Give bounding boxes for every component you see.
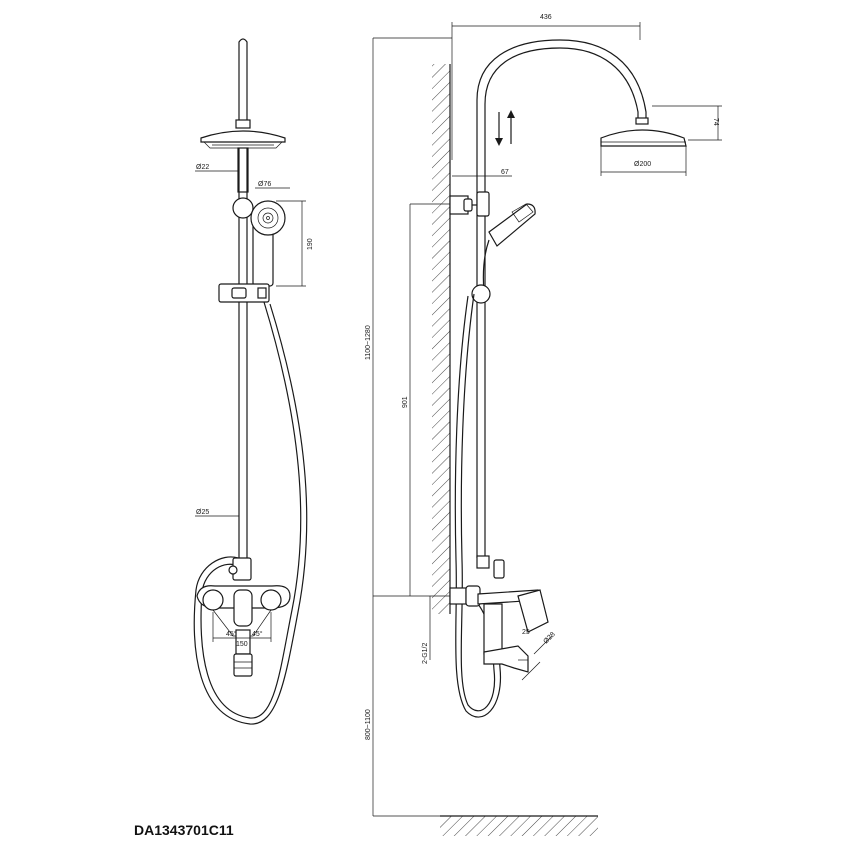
- wall-hatch: [432, 64, 450, 614]
- dim-handshower-diameter: Ø76: [258, 181, 271, 188]
- dim-inlet-thread: 2-G1/2: [422, 642, 429, 664]
- side-mixer-body: [449, 555, 549, 673]
- side-overhead-shower-head: [600, 117, 687, 147]
- dim-rod-diameter-top: Ø22: [196, 164, 209, 171]
- side-slider-knob: [471, 284, 491, 304]
- front-hand-holder-knob: [232, 197, 254, 219]
- dim-angle-left: 45°: [226, 630, 237, 638]
- front-hose-inner: [193, 303, 308, 725]
- dim-head-thickness: 74: [712, 118, 719, 126]
- side-view: 436 74 Ø200 67 1100~1280 901 2-G1/2 800~…: [365, 14, 722, 836]
- front-view: Ø22 Ø76 190 Ø25 45° 45° 150: [193, 38, 314, 725]
- dim-angle-right: 45°: [252, 630, 263, 638]
- dim-center-distance: 150: [236, 641, 248, 648]
- dim-bracket-height: 901: [402, 396, 409, 408]
- front-hand-shower: [250, 200, 286, 287]
- dim-spout-diameter: Ø28: [542, 631, 556, 645]
- side-wall-bracket-top: [449, 195, 477, 215]
- dim-spout-angle: 25: [522, 629, 530, 636]
- dim-total-height-range: 1100~1280: [365, 325, 372, 360]
- adjust-arrows: [495, 110, 515, 146]
- front-dimensions: Ø22 Ø76 190 Ø25 45° 45° 150: [195, 164, 314, 648]
- front-slider-bracket: [218, 283, 270, 303]
- dim-arm-reach: 436: [540, 14, 552, 21]
- side-arm-inner: [484, 47, 639, 148]
- product-code: DA1343701C11: [134, 822, 234, 838]
- dim-rod-diameter-lower: Ø25: [196, 509, 209, 516]
- dim-install-height-range: 800~1100: [365, 709, 372, 740]
- dim-head-diameter: Ø200: [634, 161, 651, 168]
- floor-hatch: [440, 816, 598, 836]
- front-overhead-shower-head: [200, 119, 286, 149]
- side-arm-outer: [476, 39, 647, 148]
- side-dimensions: 436 74 Ø200 67 1100~1280 901 2-G1/2 800~…: [365, 14, 722, 817]
- front-mixer-body: [196, 557, 291, 677]
- side-hand-shower: [476, 191, 536, 293]
- dim-bracket-offset: 67: [501, 169, 509, 176]
- dim-handshower-length: 190: [307, 238, 314, 250]
- front-top-rod: [238, 38, 248, 120]
- front-upper-pipe: [237, 147, 249, 193]
